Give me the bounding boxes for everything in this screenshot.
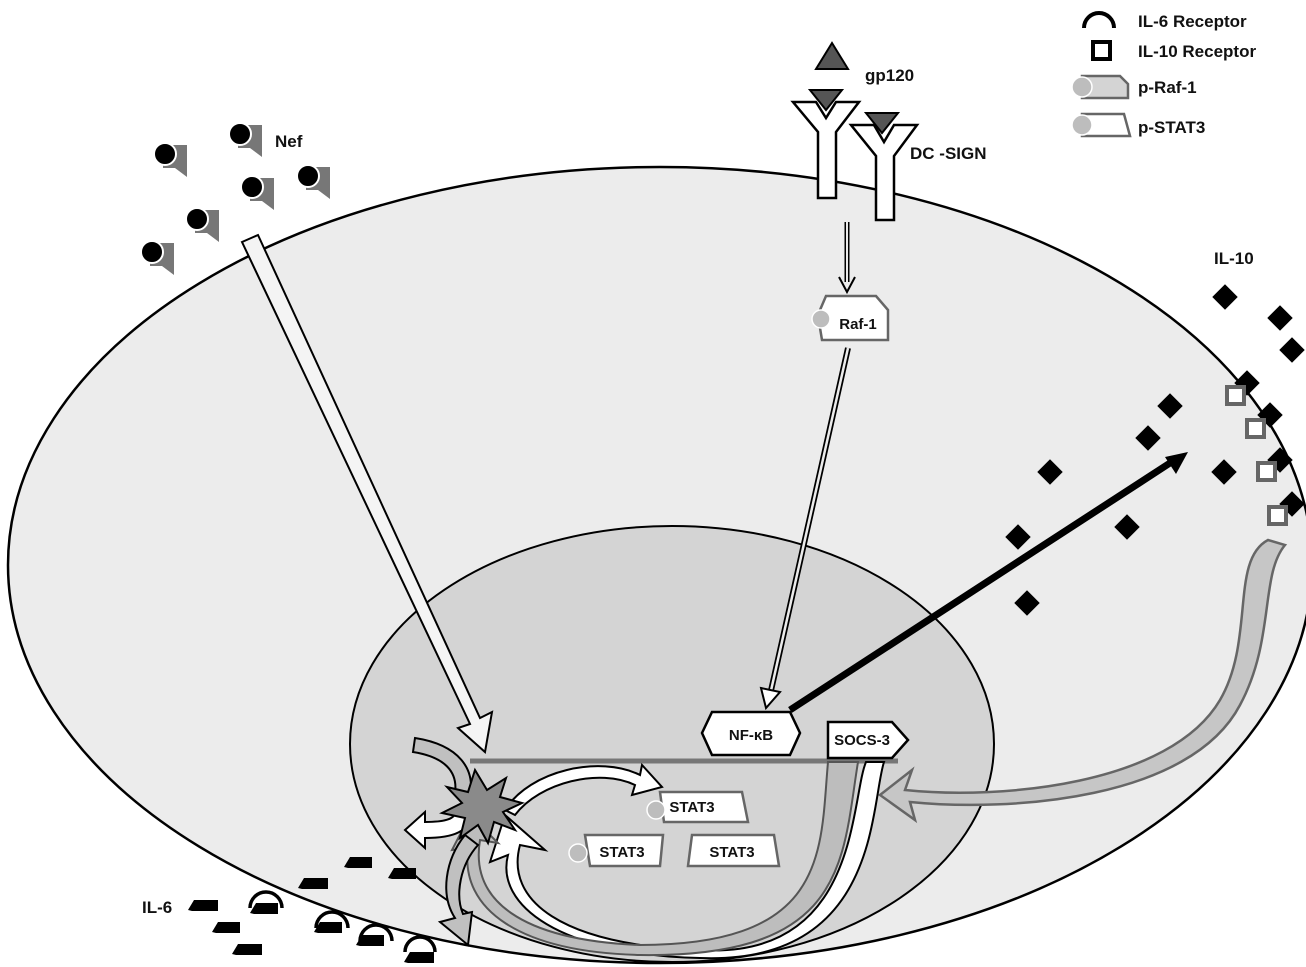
il10-receptor-icon (1091, 40, 1112, 61)
nef-icon (296, 164, 330, 199)
nef-label: Nef (275, 132, 303, 151)
stat3-activation-arrow (503, 762, 664, 817)
il6-ligand-icon (298, 878, 328, 889)
nef-signal-arrow (240, 233, 494, 754)
gp120-icon (863, 112, 901, 135)
stat3-protein-plain: STAT3 (686, 833, 781, 868)
il6-ligand-icon (212, 922, 240, 933)
nef-icon (240, 175, 274, 210)
dc-sign-receptor-right (848, 112, 920, 222)
nef-icon (228, 122, 262, 157)
nef-molecules (140, 122, 330, 275)
il10-ligand-icon (1267, 305, 1293, 331)
cytokine-left-arrows (403, 736, 480, 947)
transcription-burst (439, 767, 525, 846)
phosphate-icon (646, 800, 666, 820)
il10-receptor-icon (1256, 461, 1277, 482)
dcsign-raf1-arrow (838, 222, 856, 295)
il10-receptor-icon (1267, 505, 1288, 526)
nfkb-label: NF-κB (729, 727, 773, 744)
gp120-icon (814, 41, 850, 70)
phosphate-icon (1071, 76, 1093, 98)
il6-ligand-icon (188, 900, 218, 911)
phosphate-icon (811, 309, 831, 329)
il6-ligand-icon (314, 922, 342, 933)
nfkb-protein: NF-κB (700, 710, 802, 757)
il10-ligand-icon (1279, 337, 1305, 363)
socs3-label: SOCS-3 (834, 732, 890, 749)
il6-ligand-icon (344, 857, 372, 868)
legend-il10-label: IL-10 Receptor (1138, 42, 1256, 61)
il6-ligand-icon (250, 903, 278, 914)
il6-ligand-icon (388, 868, 416, 879)
legend-il10-receptor: IL-10 Receptor (1091, 40, 1256, 61)
il6-receptor-icon (248, 890, 284, 909)
nef-icon (185, 207, 219, 242)
il10-feedback-arrow (877, 538, 1288, 824)
stat3-active-label: STAT3 (669, 799, 714, 816)
dc-sign-label: DC -SIGN (910, 144, 987, 163)
nfkb-il10-arrow (788, 452, 1188, 713)
phosphate-icon (568, 843, 588, 863)
il6-elements (188, 857, 437, 963)
il6-receptor-icon (358, 923, 394, 942)
stat3-phos-label: STAT3 (599, 844, 644, 861)
legend: IL-6 Receptor IL-10 Receptor p-Raf-1 p-S… (1071, 11, 1256, 138)
gp120-label: gp120 (865, 66, 914, 85)
legend-il6-label: IL-6 Receptor (1138, 12, 1247, 31)
socs3-loop-arrows (450, 761, 886, 960)
il10-receptor-icon (1245, 418, 1266, 439)
il6-ligand-icon (404, 952, 434, 963)
phosphate-icon (1071, 114, 1093, 136)
legend-p-raf1: p-Raf-1 (1071, 74, 1197, 100)
dc-sign-receptor-left (790, 89, 862, 200)
legend-p-stat3-label: p-STAT3 (1138, 118, 1205, 137)
il10-label: IL-10 (1214, 249, 1254, 268)
stat3-protein-phosphorylated: STAT3 (568, 833, 665, 868)
nef-icon (153, 142, 187, 177)
il10-receptor-icon (1225, 385, 1246, 406)
socs3-protein: SOCS-3 (826, 720, 910, 760)
raf1-label: Raf-1 (839, 316, 877, 333)
il6-receptor-icon (403, 935, 437, 953)
legend-p-raf1-label: p-Raf-1 (1138, 78, 1197, 97)
il6-receptor-icon (1082, 11, 1116, 29)
stat3-protein-active: STAT3 (646, 790, 750, 824)
legend-p-stat3: p-STAT3 (1071, 112, 1205, 138)
raf1-nfkb-arrow (759, 347, 851, 711)
nef-icon (140, 240, 174, 275)
gp120-icon (807, 89, 845, 112)
il6-receptor-icon (314, 910, 350, 929)
il6-label: IL-6 (142, 898, 172, 917)
stat3-plain-label: STAT3 (709, 844, 754, 861)
il6-ligand-icon (356, 935, 384, 946)
raf1-protein: Raf-1 (811, 294, 890, 342)
il10-receptors (1225, 385, 1288, 526)
il6-ligand-icon (232, 944, 262, 955)
legend-il6-receptor: IL-6 Receptor (1082, 11, 1247, 31)
il10-ligand-icon (1212, 284, 1238, 310)
